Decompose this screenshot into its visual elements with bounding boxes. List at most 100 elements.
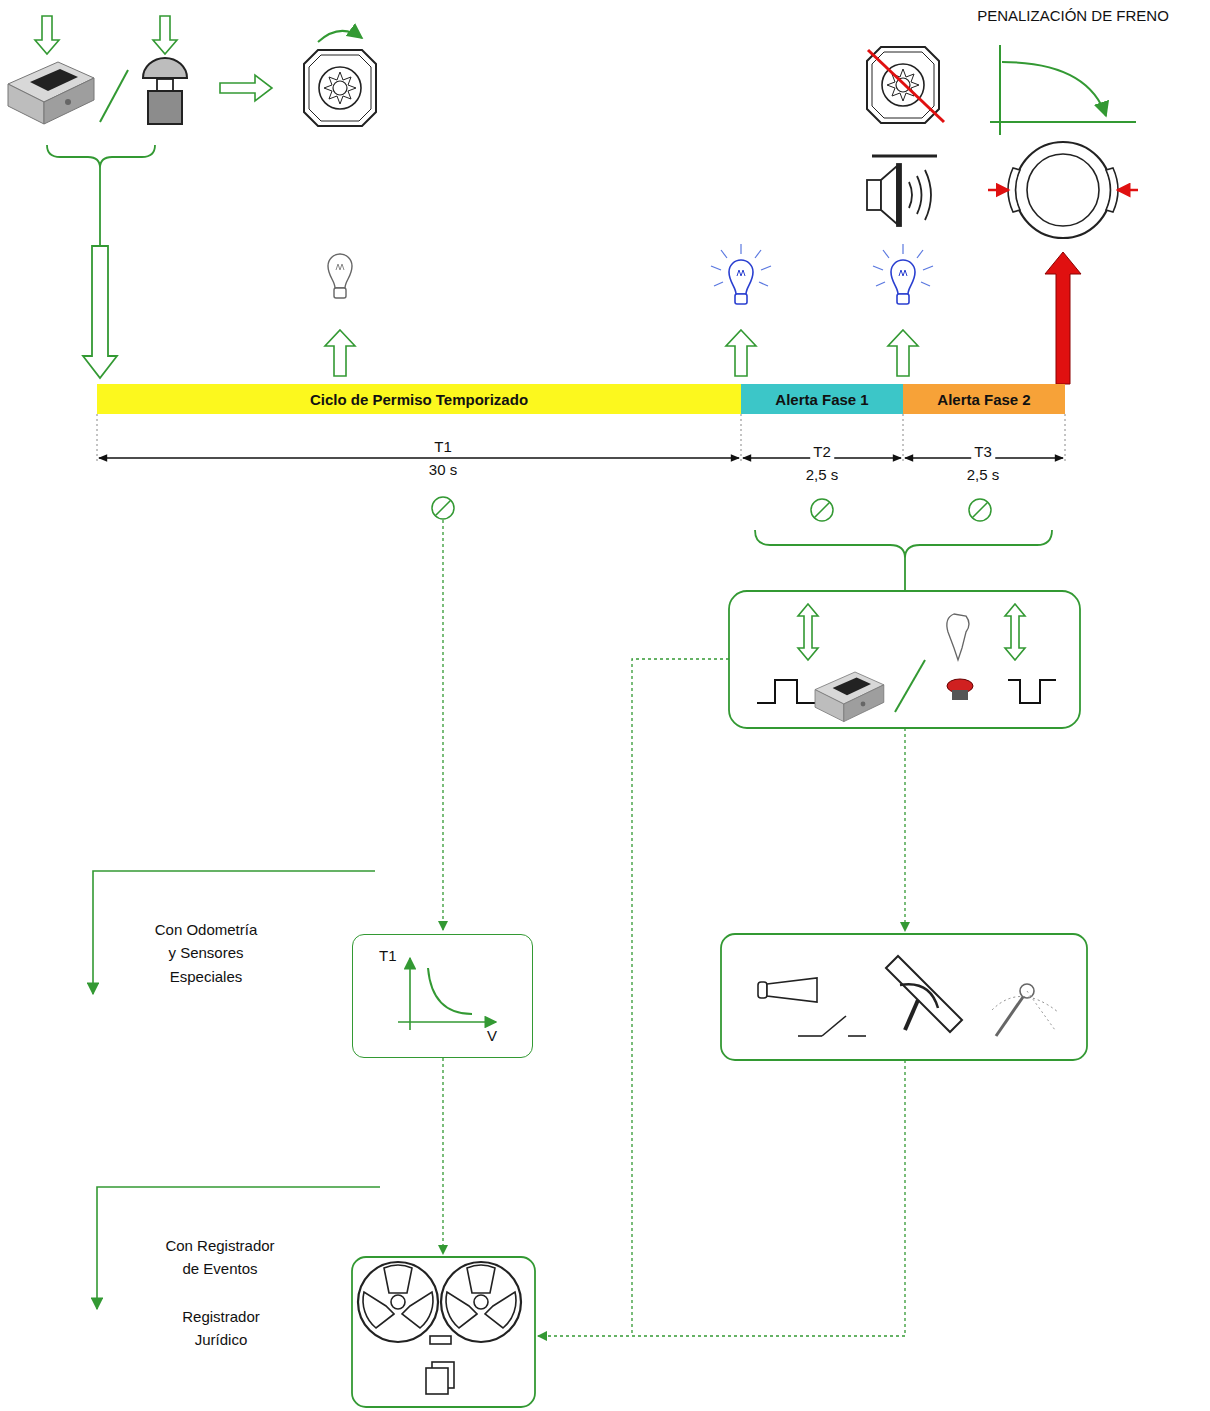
input-brace <box>47 145 155 168</box>
lamp-icons <box>328 254 352 298</box>
horn-icon <box>881 166 897 224</box>
brake-arrow <box>1045 252 1081 384</box>
sensor-box <box>798 1035 822 1037</box>
acknowledge-box <box>1008 680 1056 703</box>
sensor-box <box>758 982 767 998</box>
axis-label: V <box>487 1027 497 1044</box>
option-brackets <box>93 871 380 1309</box>
brake-curve <box>990 121 1136 123</box>
acknowledge-box <box>947 614 969 660</box>
beacon-off-icon <box>867 47 944 123</box>
section-title: PENALIZACIÓN DE FRENO <box>977 7 1169 25</box>
beacon-icon <box>318 31 362 42</box>
beacon-off-icon <box>868 50 944 122</box>
brake-wheel <box>1008 168 1020 212</box>
alert-band: Alerta Fase 2 <box>903 384 1065 414</box>
pedal-icon <box>8 62 94 124</box>
lamp-icons <box>325 330 355 376</box>
flow-lines <box>442 1058 443 1254</box>
dimension-lines <box>969 499 991 521</box>
band-label: Ciclo de Permiso Temporizado <box>310 391 528 408</box>
graph-box: T1V <box>352 934 533 1058</box>
sensor-box <box>886 956 962 1032</box>
option-note: Con Odometría y Sensores Especiales <box>150 918 262 988</box>
acknowledge-box <box>729 591 1080 728</box>
acknowledge-box <box>1005 604 1025 660</box>
recorder-box <box>441 1262 521 1342</box>
brake-wheel <box>1117 189 1138 192</box>
dimension-lines <box>903 414 904 464</box>
sensor-box <box>905 1000 918 1030</box>
brake-wheel <box>988 142 1138 238</box>
button-icon <box>143 58 187 78</box>
recorder-box <box>426 1368 448 1394</box>
sensor-box <box>758 956 1058 1036</box>
flow-lines <box>538 1060 905 1336</box>
horn-icon <box>867 180 881 210</box>
input-arrows <box>35 16 59 54</box>
acknowledge-box <box>815 672 884 722</box>
recorder-box <box>358 1262 438 1342</box>
dimension-value: 2,5 s <box>964 466 1003 484</box>
horn-icon <box>867 156 937 226</box>
timer-band: Ciclo de Permiso Temporizado <box>97 384 741 414</box>
brake-wheel <box>1027 154 1099 226</box>
dimension-value: 2,5 s <box>803 466 842 484</box>
flow-lines <box>904 728 905 931</box>
input-brace <box>99 168 101 246</box>
dimension-lines <box>741 414 742 464</box>
acknowledge-box <box>895 660 925 712</box>
lamp-icons <box>873 244 933 304</box>
horn-icon <box>909 182 912 208</box>
dimension-value: 30 s <box>426 461 460 479</box>
brake-wheel <box>988 189 1009 192</box>
lamp-icons <box>325 244 933 376</box>
dimension-lines <box>97 414 1065 464</box>
brake-arrow <box>1045 252 1081 384</box>
horn-icon <box>897 164 901 226</box>
speed-graph <box>398 1021 496 1023</box>
beacon-icon <box>304 31 376 126</box>
input-arrows <box>153 16 177 54</box>
acknowledge-box <box>815 672 884 722</box>
dimension-lines <box>1065 414 1066 464</box>
recorder-box <box>430 1336 451 1344</box>
dimension-lines <box>99 457 739 458</box>
lamp-icons <box>888 330 918 376</box>
option-note: Registrador Jurídico <box>169 1305 273 1352</box>
band-label: Alerta Fase 1 <box>775 391 868 408</box>
pedal-icon <box>8 62 94 124</box>
flow-lines <box>632 659 729 1336</box>
option-brackets <box>97 1187 380 1309</box>
sensor-box <box>992 996 1058 1012</box>
input-brace <box>83 246 117 378</box>
brake-wheel <box>1015 142 1111 238</box>
beacon-icon <box>304 50 376 126</box>
sensor-box <box>848 1035 866 1037</box>
brake-curve <box>990 45 1136 135</box>
speed-graph <box>409 958 411 1030</box>
sensor-box <box>1027 991 1055 1030</box>
option-brackets <box>93 871 375 994</box>
speed-graph <box>428 968 472 1014</box>
sensor-box <box>721 934 1087 1060</box>
acknowledge-box <box>798 604 1025 660</box>
dimension-lines <box>811 499 833 521</box>
recorder-box <box>352 1257 535 1407</box>
lamp-icons <box>711 244 771 304</box>
speed-graph <box>398 958 496 1030</box>
button-icon <box>157 79 173 91</box>
button-icon <box>148 91 182 124</box>
flow-lines <box>443 520 905 1336</box>
flow-lines <box>442 520 443 930</box>
sensor-box <box>900 984 938 1008</box>
dimension-name: T1 <box>431 438 455 456</box>
horn-icon <box>925 170 931 220</box>
dimension-name: T2 <box>810 443 834 461</box>
brake-curve <box>1002 62 1106 116</box>
acknowledge-box <box>757 680 815 703</box>
horn-icon <box>917 176 922 214</box>
dimension-lines <box>97 414 1065 521</box>
sensor-box <box>767 978 817 1002</box>
